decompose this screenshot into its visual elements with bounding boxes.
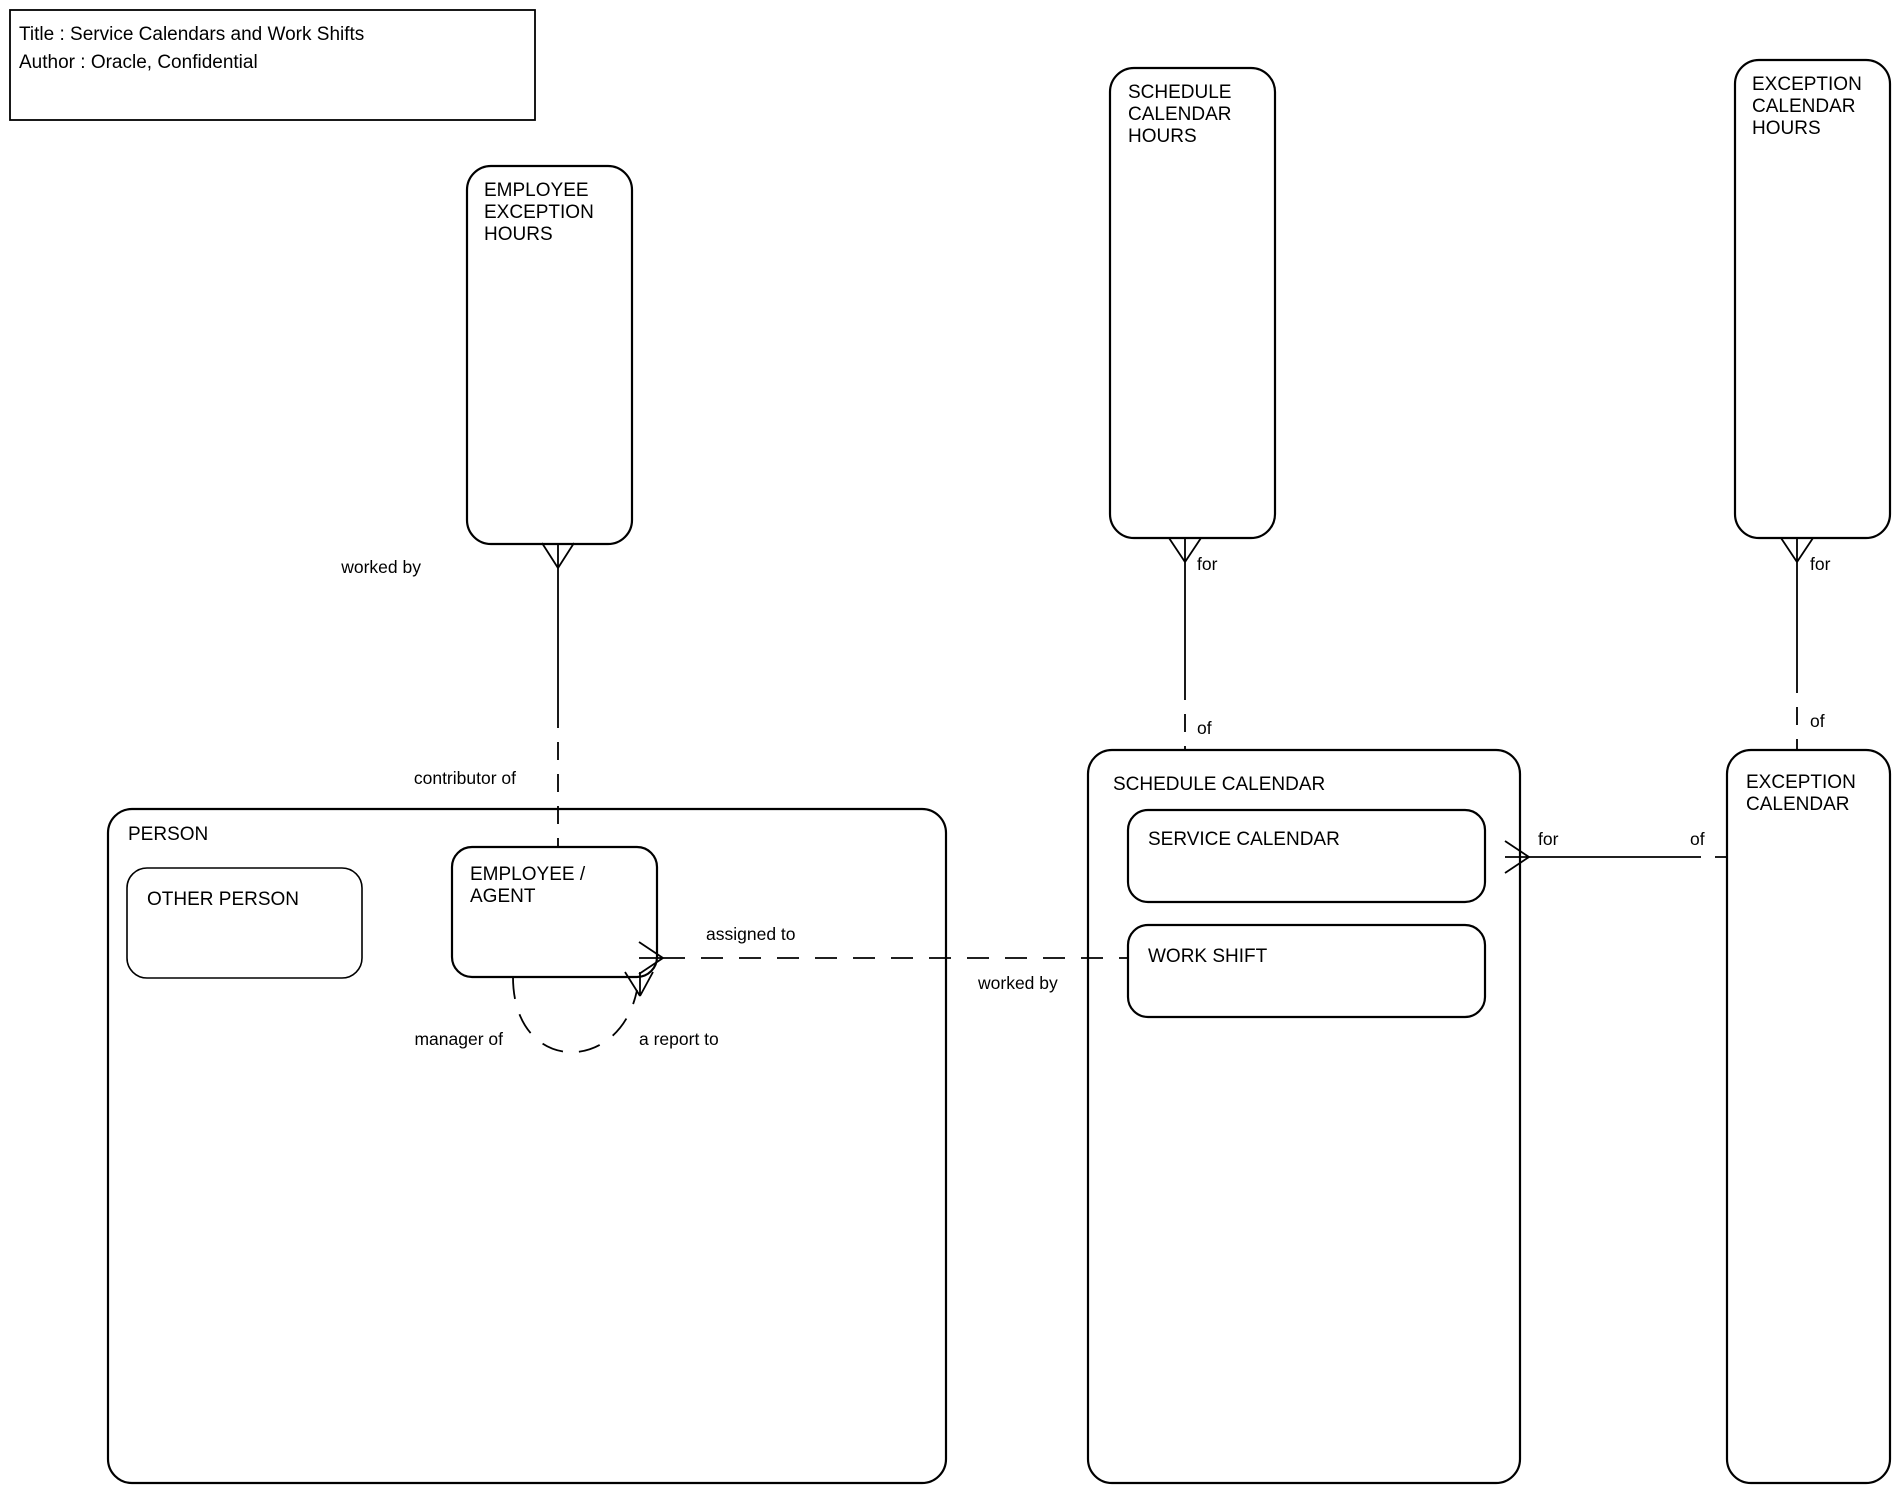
entity-service-calendar-label: SERVICE CALENDAR [1148, 829, 1340, 850]
crowfoot-icon-service-calendar [1504, 840, 1530, 874]
relationship-eeh-to-employee-agent[interactable]: worked by contributor of [340, 542, 575, 847]
entity-schedule-calendar-hours[interactable]: SCHEDULE CALENDAR HOURS [1108, 66, 1277, 540]
relationship-label-for-sch: for [1197, 554, 1218, 574]
relationship-label-manager-of: manager of [414, 1029, 503, 1049]
entity-service-calendar[interactable]: SERVICE CALENDAR [1126, 808, 1487, 904]
entity-work-shift[interactable]: WORK SHIFT [1126, 923, 1487, 1019]
crowfoot-icon-employee-agent-assigned [638, 941, 664, 975]
relationship-self-arc [512, 976, 638, 1054]
relationship-employee-agent-to-work-shift[interactable]: assigned to worked by [638, 924, 1128, 993]
entity-person-label: PERSON [128, 824, 208, 845]
entity-work-shift-label: WORK SHIFT [1148, 946, 1268, 967]
relationship-employee-agent-self[interactable]: manager of a report to [414, 971, 719, 1054]
relationship-label-worked-by-eeh: worked by [340, 557, 421, 577]
entity-employee-agent[interactable]: EMPLOYEE / AGENT [450, 845, 659, 979]
relationship-label-of-sch: of [1197, 718, 1212, 738]
entity-employee-exception-hours[interactable]: EMPLOYEE EXCEPTION HOURS [465, 164, 634, 546]
entity-exception-calendar-hours[interactable]: EXCEPTION CALENDAR HOURS [1733, 58, 1892, 540]
relationship-label-for-ech: for [1810, 554, 1831, 574]
relationship-label-of-ech: of [1810, 711, 1825, 731]
entity-schedule-calendar-hours-label-line2: CALENDAR [1128, 104, 1231, 125]
entity-exception-calendar-label-line2: CALENDAR [1746, 794, 1849, 815]
relationship-label-of-exccal: of [1690, 829, 1705, 849]
entity-work-shift-box[interactable] [1126, 923, 1487, 1019]
entity-employee-exception-hours-label-line1: EMPLOYEE [484, 180, 589, 201]
entity-other-person-label: OTHER PERSON [147, 889, 299, 910]
entity-schedule-calendar-hours-label-line1: SCHEDULE [1128, 82, 1231, 103]
crowfoot-icon-ech [1780, 537, 1814, 563]
relationship-service-calendar-to-exception-calendar[interactable]: for of [1504, 829, 1727, 874]
entity-employee-exception-hours-label-line2: EXCEPTION [484, 202, 594, 223]
entity-exception-calendar[interactable]: EXCEPTION CALENDAR [1725, 748, 1892, 1485]
relationship-label-worked-by-workshift: worked by [977, 973, 1058, 993]
entity-exception-calendar-hours-label-line2: CALENDAR [1752, 96, 1855, 117]
relationship-label-for-servicecal: for [1538, 829, 1559, 849]
entity-schedule-calendar-hours-label-line3: HOURS [1128, 126, 1197, 147]
crowfoot-icon-eeh [541, 542, 575, 569]
entity-other-person-box[interactable] [126, 867, 363, 979]
entity-employee-exception-hours-box[interactable] [465, 164, 634, 546]
relationship-sch-to-schedule-calendar[interactable]: for of [1168, 537, 1218, 750]
entity-other-person[interactable]: OTHER PERSON [126, 867, 363, 979]
entity-exception-calendar-hours-label-line3: HOURS [1752, 118, 1821, 139]
entity-exception-calendar-label-line1: EXCEPTION [1746, 772, 1856, 793]
entity-service-calendar-box[interactable] [1126, 808, 1487, 904]
relationship-label-a-report-to: a report to [639, 1029, 719, 1049]
entity-exception-calendar-box[interactable] [1725, 748, 1892, 1485]
entity-employee-exception-hours-label-line3: HOURS [484, 224, 553, 245]
entity-employee-agent-box[interactable] [450, 845, 659, 979]
entity-schedule-calendar-hours-box[interactable] [1108, 66, 1277, 540]
author-line: Author : Oracle, Confidential [19, 52, 258, 73]
title-block: Title : Service Calendars and Work Shift… [9, 9, 536, 121]
crowfoot-icon-sch [1168, 537, 1202, 563]
title-line: Title : Service Calendars and Work Shift… [19, 24, 364, 45]
relationship-ech-to-exception-calendar[interactable]: for of [1780, 537, 1831, 750]
entity-employee-agent-label-line2: AGENT [470, 886, 536, 907]
crowfoot-icon-employee-agent-self [624, 971, 654, 997]
relationship-label-contributor-of: contributor of [414, 768, 516, 788]
entity-employee-agent-label-line1: EMPLOYEE / [470, 864, 586, 885]
relationship-label-assigned-to: assigned to [706, 924, 796, 944]
entity-exception-calendar-hours-label-line1: EXCEPTION [1752, 74, 1862, 95]
entity-schedule-calendar-label: SCHEDULE CALENDAR [1113, 774, 1325, 795]
title-block-border [9, 9, 536, 121]
